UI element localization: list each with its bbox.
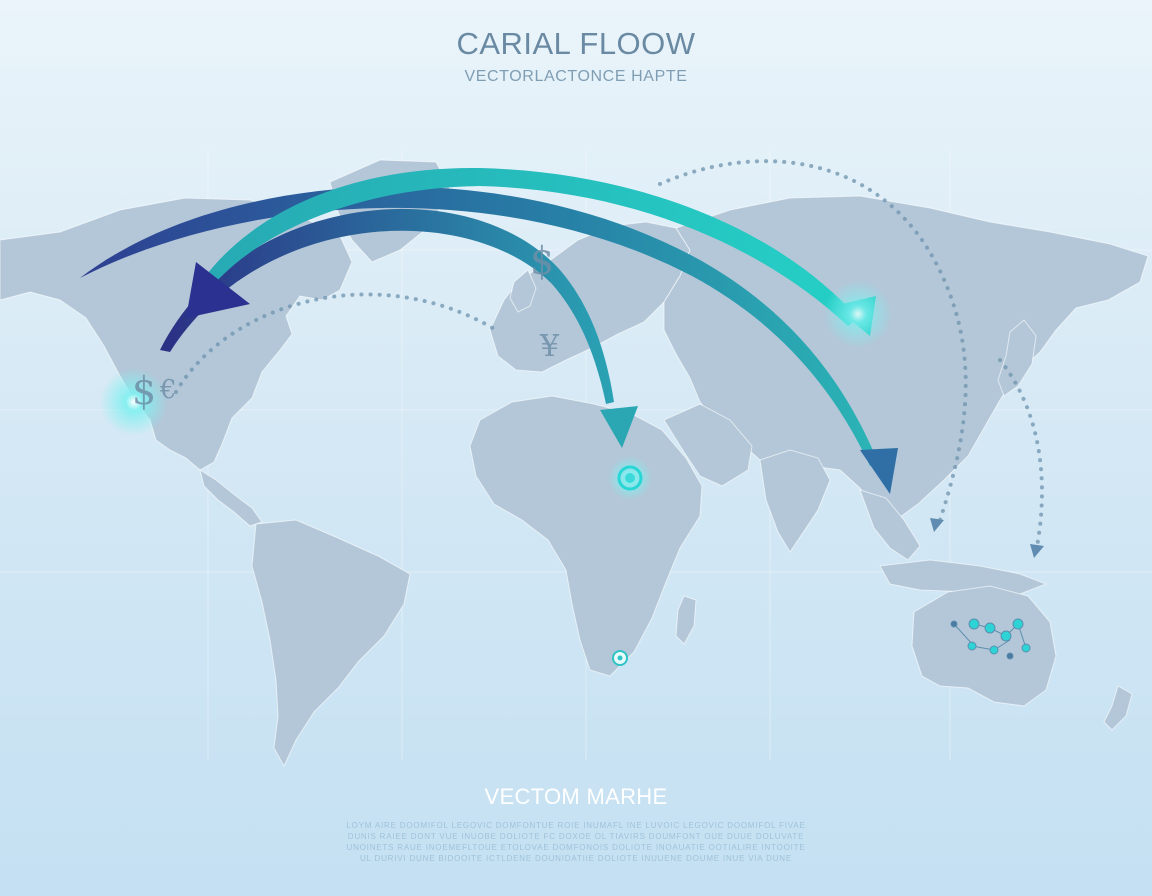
south-america xyxy=(251,519,411,768)
asia xyxy=(663,195,1149,521)
arabia xyxy=(663,403,753,487)
glow-marker-asia xyxy=(824,280,892,348)
footer-line: LOYM AIRE DOOMIFOL LEGOVIC DOMFONTUE ROI… xyxy=(346,821,806,830)
footer-heading: VECTOM MARHE xyxy=(484,784,668,809)
page-subtitle: VECTORLACTONCE HAPTE xyxy=(464,68,688,85)
arrow-head xyxy=(860,448,898,494)
flow-arrow-to-china xyxy=(80,186,878,466)
target-marker-south-africa xyxy=(612,650,628,666)
footer-line: UNOINETS RAUE INOEMEFLTOUE ETOLOVAE DOMF… xyxy=(346,843,806,852)
currency-euro-america: € xyxy=(159,375,177,405)
arrow-head-dotted-b xyxy=(1030,544,1044,558)
glow-marker-america xyxy=(100,368,168,436)
footer-body-text: LOYM AIRE DOOMIFOL LEGOVIC DOMFONTUE ROI… xyxy=(306,820,846,864)
node-network xyxy=(950,618,1031,660)
madagascar xyxy=(675,595,697,645)
arrow-head xyxy=(600,406,638,448)
continents xyxy=(0,159,1149,768)
arrow-head-dotted-a xyxy=(930,518,944,532)
target-marker xyxy=(608,456,652,500)
india xyxy=(759,449,831,553)
central-america xyxy=(199,468,263,527)
currency-dollar-america: $ xyxy=(132,369,156,413)
footer-line: UL DURIVI DUNE BIDOOITE ICTLDENE DOUNIDA… xyxy=(359,854,793,863)
new-zealand xyxy=(1103,685,1133,731)
australia xyxy=(911,585,1057,707)
dotted-routes xyxy=(174,159,1044,554)
page-title: CARIAL FLOOW xyxy=(456,26,696,61)
japan xyxy=(997,319,1037,397)
indonesia xyxy=(879,559,1048,595)
dotted-route-east xyxy=(998,358,1044,554)
currency-dollar-atlantic: $ xyxy=(530,239,554,283)
currency-yen-europe: ¥ xyxy=(539,329,560,364)
flow-arrow-to-africa xyxy=(160,208,614,404)
uk xyxy=(509,269,537,313)
dotted-route-pacific xyxy=(658,159,968,528)
southeast-asia xyxy=(859,489,921,561)
footer-line: DUNIS RAIEE DONT VUE INUOBE DOLIOTE FC D… xyxy=(347,832,805,841)
arrow-head xyxy=(186,262,250,318)
africa xyxy=(469,395,703,677)
